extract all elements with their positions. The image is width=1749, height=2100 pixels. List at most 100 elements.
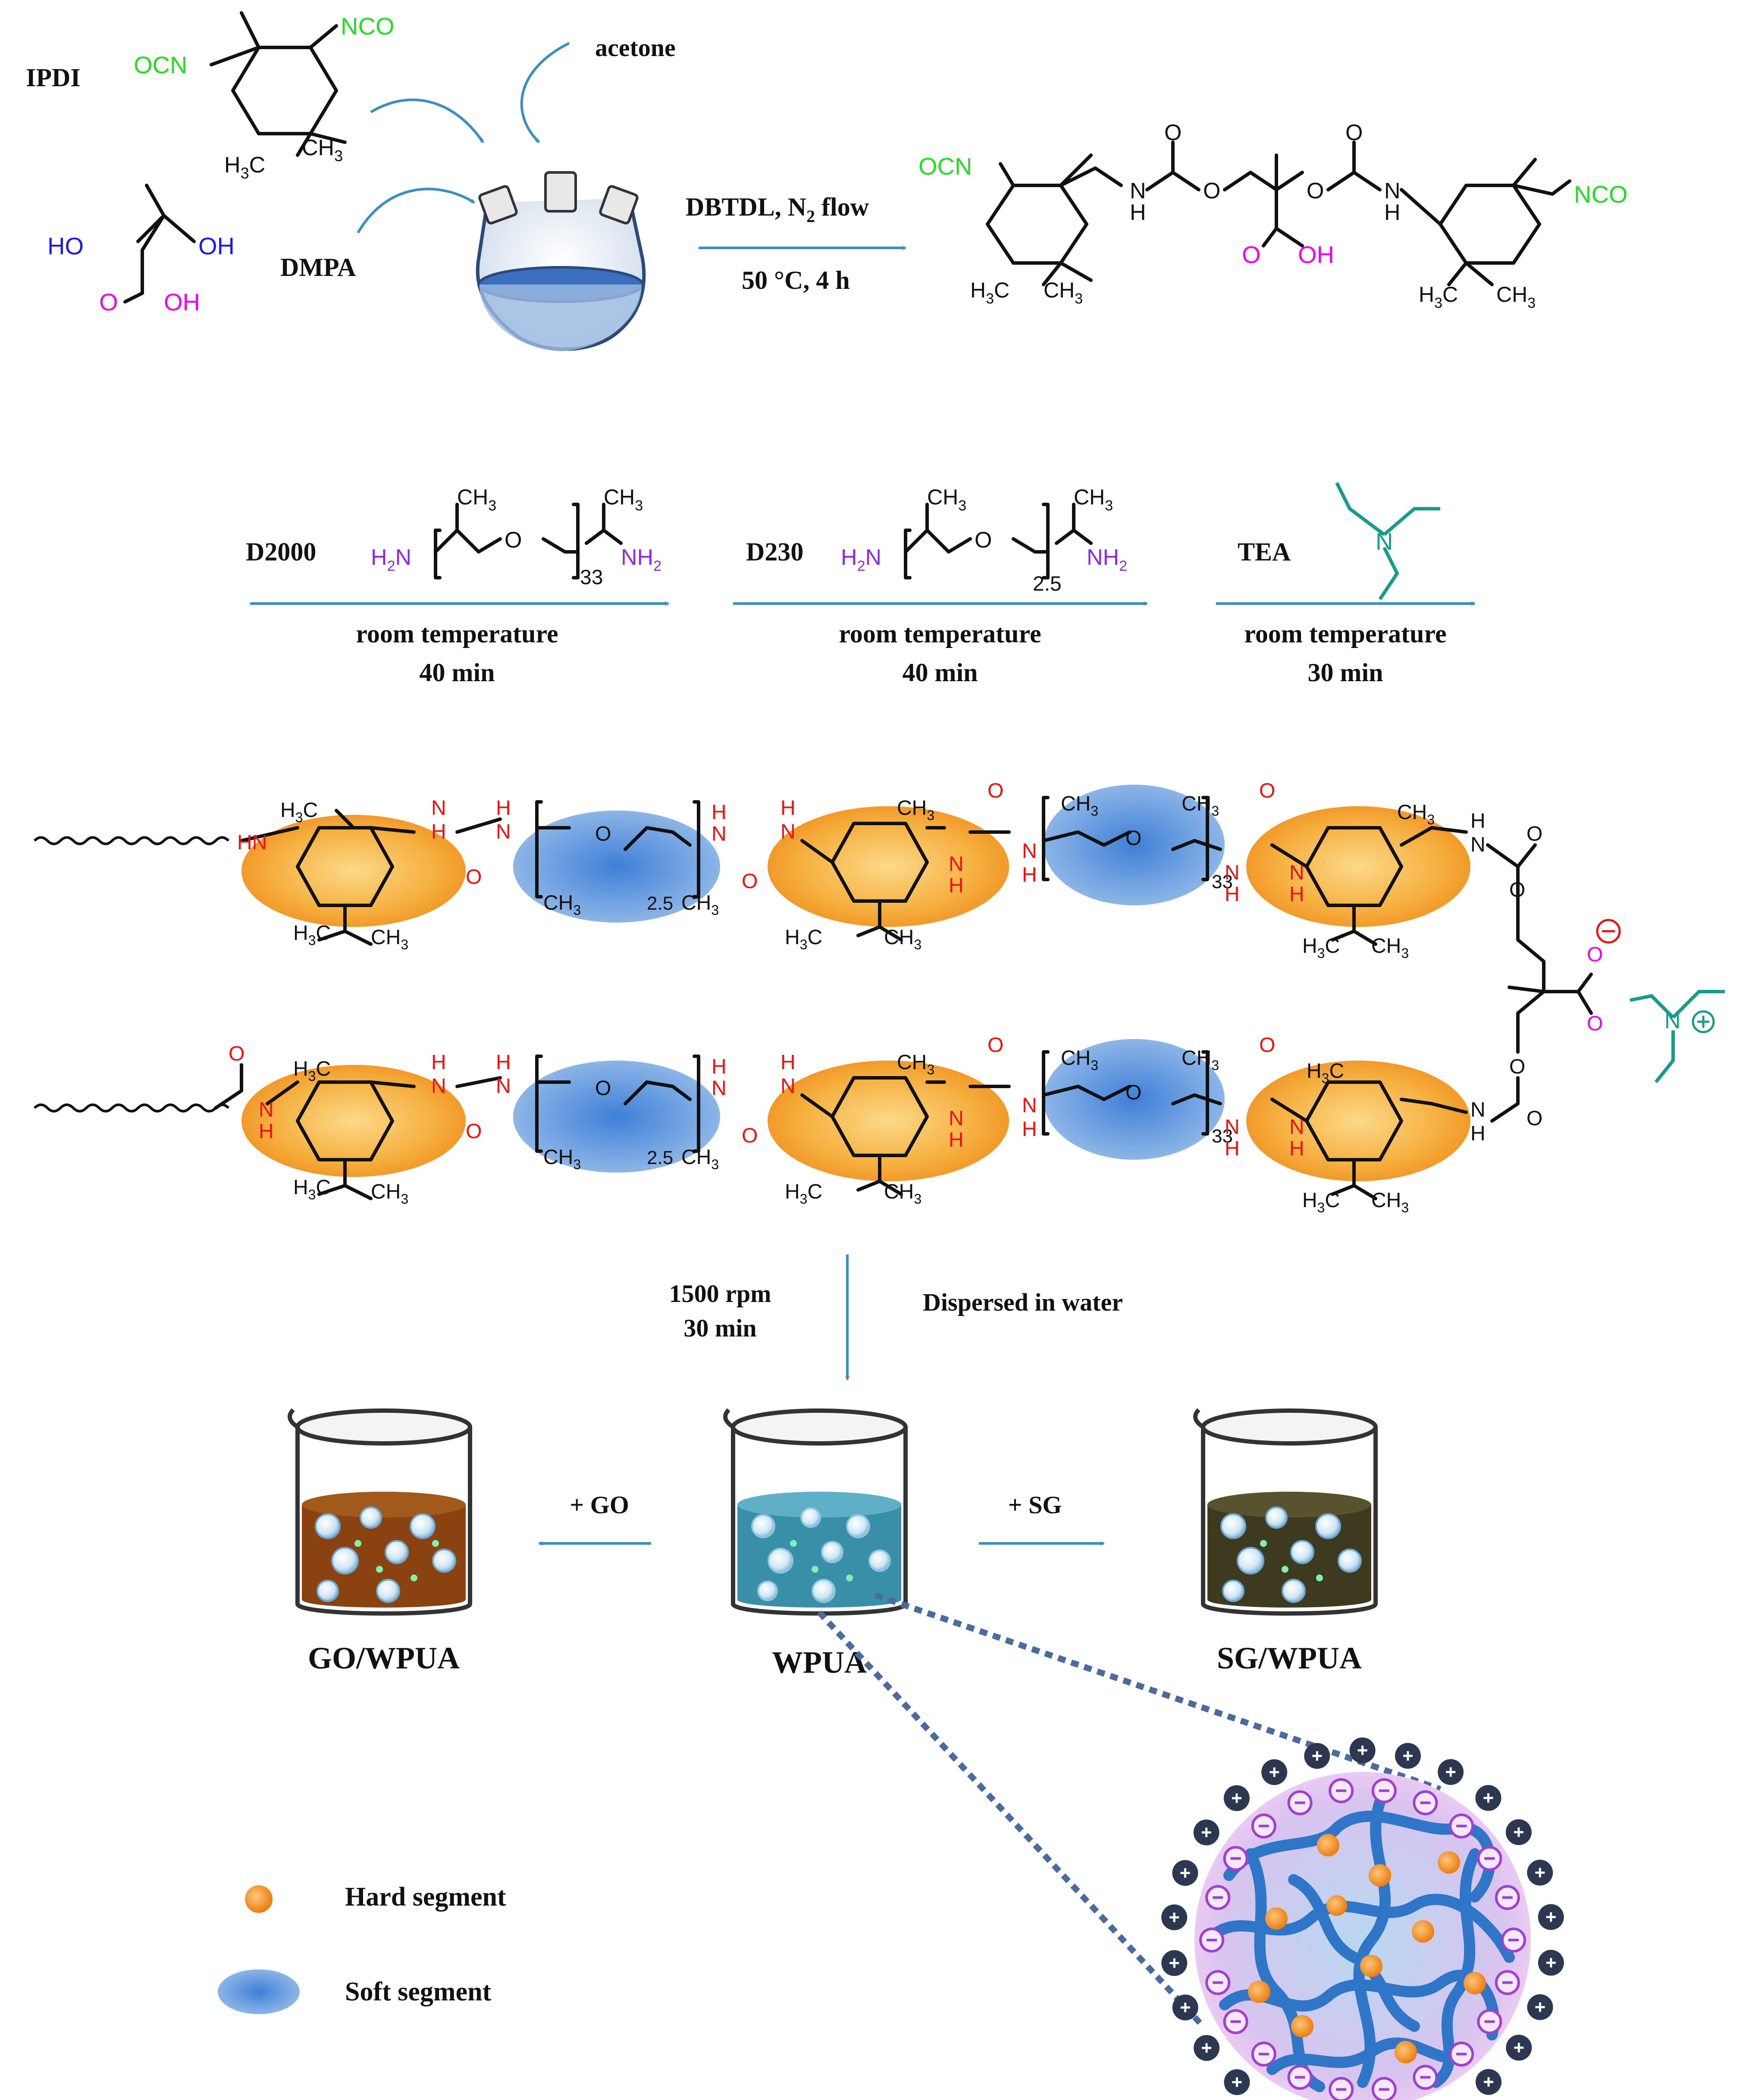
plus-sign-icon <box>1232 1793 1241 1803</box>
chain-bottom-urea-1o: O <box>466 1120 482 1143</box>
d230-ch3-1: CH3 <box>927 485 966 514</box>
plus-sign-icon <box>1546 1958 1556 1968</box>
soft-segment-1 <box>513 811 720 923</box>
chain-bottom-ch3-1: CH3 <box>371 1180 408 1207</box>
chain-bottom-ch3-6: CH3 <box>1061 1047 1098 1073</box>
linker-o-1: O <box>1526 823 1542 845</box>
ipdi-label: IPDI <box>26 63 81 92</box>
dmpa-linker: O O O O O O N H N <box>1470 823 1725 1145</box>
micelle-icon <box>1161 1737 1564 2100</box>
chain-top-urea-4: H <box>780 797 796 820</box>
chain-top-h3c-2: H3C <box>293 922 331 948</box>
chain-bottom-urea-7h: H <box>1225 1137 1240 1160</box>
cond3-line1: room temperature <box>1244 620 1446 648</box>
chain-bottom-urea-3o: O <box>742 1124 758 1147</box>
ipdi-nco: NCO <box>341 13 394 40</box>
tea-n: N <box>1376 528 1393 555</box>
chain-top-n-33: 33 <box>1212 871 1233 892</box>
linker-carboxylate-o-minus: O <box>1587 943 1603 966</box>
chain-top-urea-4n: N <box>780 820 796 843</box>
chain-top-hn: HN <box>237 831 267 854</box>
product-o-3: O <box>1307 178 1324 203</box>
legend-soft-label: Soft segment <box>345 1977 492 2006</box>
chain-top-urea-1h: H <box>431 820 446 843</box>
chain-bottom-amide-h: H <box>259 1120 274 1143</box>
hard-segment-6 <box>1246 1061 1470 1181</box>
chain-top-urea-7: N <box>1225 861 1240 884</box>
speed-label: 1500 rpm <box>669 1280 771 1308</box>
plus-sign-icon <box>1514 1827 1523 1837</box>
dmpa-ho: HO <box>47 232 84 260</box>
chain-bottom-urea-7o: O <box>1259 1034 1275 1057</box>
time-label: 30 min <box>683 1314 756 1342</box>
product-carboxyl-o: O <box>1242 241 1261 268</box>
dmpa-block: HO OH O OH DMPA <box>47 184 356 316</box>
legend: Hard segment Soft segment <box>218 1882 506 2014</box>
chain-top-ch3-8: CH3 <box>1397 801 1435 827</box>
chain-bottom-urea-4n: N <box>780 1075 796 1098</box>
positive-charge-icon <box>1692 1010 1715 1033</box>
product-o-1: O <box>1164 120 1182 145</box>
plus-sign-icon <box>1180 1868 1190 1878</box>
chain-bottom-h3c-2: H3C <box>293 1176 331 1202</box>
chain-bottom-h3c-3: H3C <box>785 1180 822 1207</box>
d2000-ch3-2: CH3 <box>604 485 643 514</box>
chain-top-urea-1: N <box>431 797 446 820</box>
chain-bottom-carbamate-h: H <box>1470 1122 1486 1145</box>
plus-sign-icon <box>1357 1746 1367 1755</box>
linker-o-4: O <box>1526 1107 1542 1130</box>
chain-top-ch3-5: CH3 <box>884 926 922 952</box>
chain-bottom-ch3-7: CH3 <box>1182 1047 1219 1073</box>
chain-bottom-urea-5h: H <box>949 1129 964 1152</box>
negative-charge-icon <box>1596 919 1621 944</box>
chain-bottom-ch3-3: CH3 <box>681 1146 719 1172</box>
chain-bottom-ch3-4: CH3 <box>897 1051 934 1077</box>
chain-top-ch3-9: CH3 <box>1371 935 1409 961</box>
chain-top-o-1: O <box>595 823 611 845</box>
d2000-h2n: H2N <box>371 545 411 574</box>
soft-segment-4 <box>1044 1039 1225 1160</box>
chain-bottom-o-1: O <box>595 1077 611 1100</box>
chain-top-h3c-4: H3C <box>1302 935 1340 961</box>
chain-bottom-ch3-8: CH3 <box>1371 1189 1409 1215</box>
ipdi-h3c: H3C <box>224 153 265 182</box>
plus-sign-icon <box>1180 2003 1190 2012</box>
chain-top-carbamate-h: H <box>1470 810 1486 832</box>
dmpa-oh: OH <box>198 232 235 260</box>
chain-top-h3c-3: H3C <box>785 926 822 952</box>
hard-segment-1 <box>241 815 466 927</box>
chain-bottom-amide-n: N <box>259 1099 274 1121</box>
chain-bottom-urea-2: H <box>496 1051 511 1074</box>
cond1-line2: 40 min <box>419 658 495 687</box>
plus-sign-icon <box>1403 1751 1413 1761</box>
plus-sign-icon <box>1312 1751 1322 1761</box>
tea-step: TEA N room temperature 30 min <box>1216 482 1476 687</box>
d230-ch3-2: CH3 <box>1074 485 1113 514</box>
surface-charges <box>1161 1737 1564 2100</box>
product-carboxyl-oh: OH <box>1298 241 1334 268</box>
product-ch3-2: CH3 <box>1496 282 1536 311</box>
chain-bottom-urea-3n: N <box>712 1077 727 1100</box>
catalyst-label: DBTDL, N2 flow <box>686 193 869 226</box>
plus-sign-icon <box>1535 1868 1545 1878</box>
zoom-lines <box>817 1592 1442 2028</box>
chain-bottom-amide-o: O <box>229 1042 244 1065</box>
chain-top-h3c-1: H3C <box>280 799 318 825</box>
beaker-wpua-icon <box>723 1408 908 1616</box>
plus-sign-icon <box>1535 2002 1545 2012</box>
beaker-go-wpua-icon <box>288 1408 472 1616</box>
chain-bottom-h3c-5: H3C <box>1302 1189 1340 1215</box>
chain-bottom-n-33: 33 <box>1212 1126 1233 1147</box>
conditions-label: 50 °C, 4 h <box>742 266 850 294</box>
d2000-ch3-1: CH3 <box>457 485 496 514</box>
chain-top-n-25: 2.5 <box>647 893 673 914</box>
chain-top-urea-7o: O <box>1259 779 1275 802</box>
plus-sign-icon <box>1169 1958 1179 1968</box>
chain-bottom-urea-6: N <box>1022 1094 1037 1117</box>
triethylammonium-n: N <box>1664 1008 1681 1033</box>
d230-o: O <box>975 528 992 553</box>
d2000-label: D2000 <box>246 538 316 566</box>
chain-top-urea-5o: O <box>987 779 1003 802</box>
product-h-1: H <box>1130 200 1146 225</box>
